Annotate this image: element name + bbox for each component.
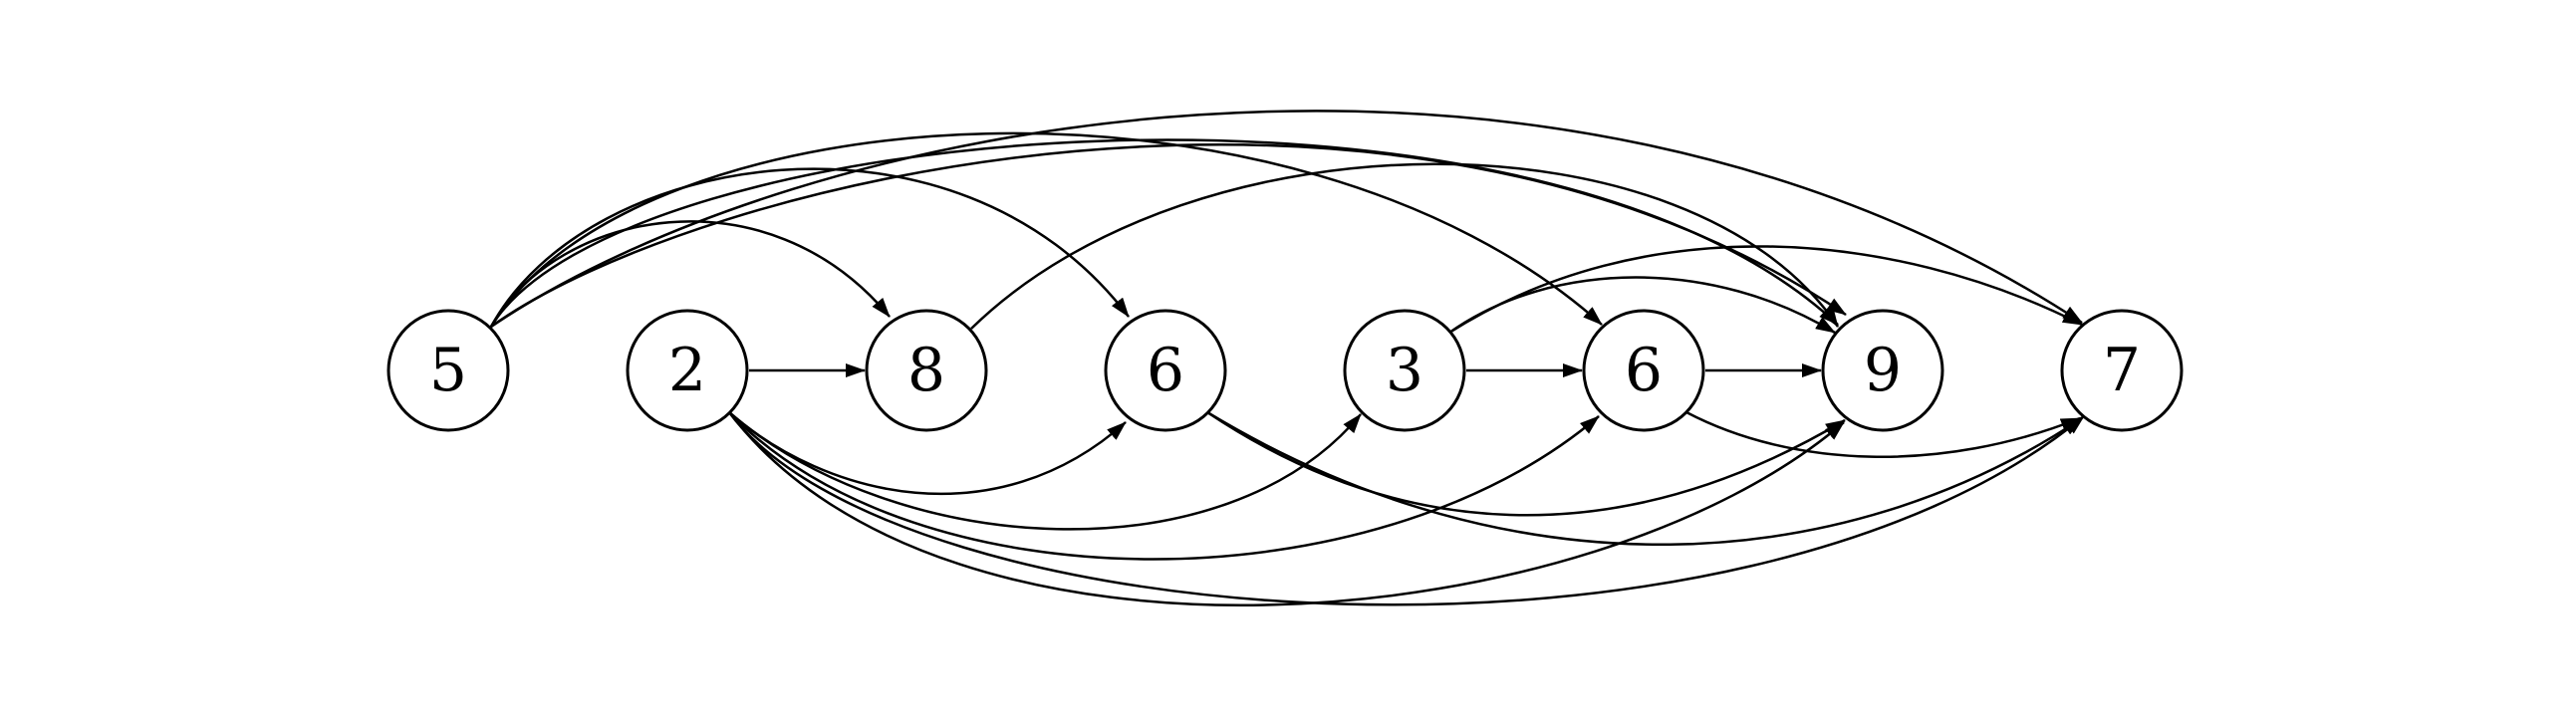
node-5-label: 5 [429,336,467,405]
node-2-label: 2 [668,336,706,405]
node-9: 9 [1821,309,1944,432]
node-6a-circle [1104,309,1227,432]
node-3: 3 [1343,309,1466,432]
node-8-circle [865,309,988,432]
node-8-label: 8 [907,336,945,405]
node-7: 7 [2060,309,2184,432]
edge-n1-to-n5 [728,411,1600,561]
node-6b-label: 6 [1625,336,1663,405]
edge-n3-to-n6 [1206,410,1846,517]
edges-layer [489,110,2085,606]
node-7-label: 7 [2103,336,2141,405]
edge-n2-to-n6 [970,162,1840,330]
node-6a-label: 6 [1147,336,1184,405]
node-6b-circle [1582,309,1705,432]
node-2-circle [626,309,749,432]
edge-n3-to-n7 [1206,410,2083,546]
node-6b: 6 [1582,309,1705,432]
edge-n1-to-n7 [727,411,2085,606]
node-9-circle [1821,309,1944,432]
edge-n0-to-n6 [489,138,1839,328]
edge-n0-to-n3 [489,167,1130,328]
edge-n0-to-n5 [489,131,1603,328]
node-6a: 6 [1104,309,1227,432]
node-2: 2 [626,309,749,432]
nodes-layer: 5 2 8 6 3 6 9 7 [386,309,2184,432]
edge-n0-to-n7 [490,110,2083,329]
node-8: 8 [865,309,988,432]
edge-n4-to-n7 [1448,245,2083,335]
node-5-circle [386,309,510,432]
node-3-label: 3 [1386,336,1423,405]
edge-n1-to-n4 [728,411,1362,531]
node-3-circle [1343,309,1466,432]
node-7-circle [2060,309,2184,432]
edge-n0-to-n6 [490,143,1847,329]
edge-n5-to-n7 [1685,410,2081,458]
edge-n1-to-n6 [728,411,1845,606]
node-5: 5 [386,309,510,432]
node-9-label: 9 [1864,336,1902,405]
